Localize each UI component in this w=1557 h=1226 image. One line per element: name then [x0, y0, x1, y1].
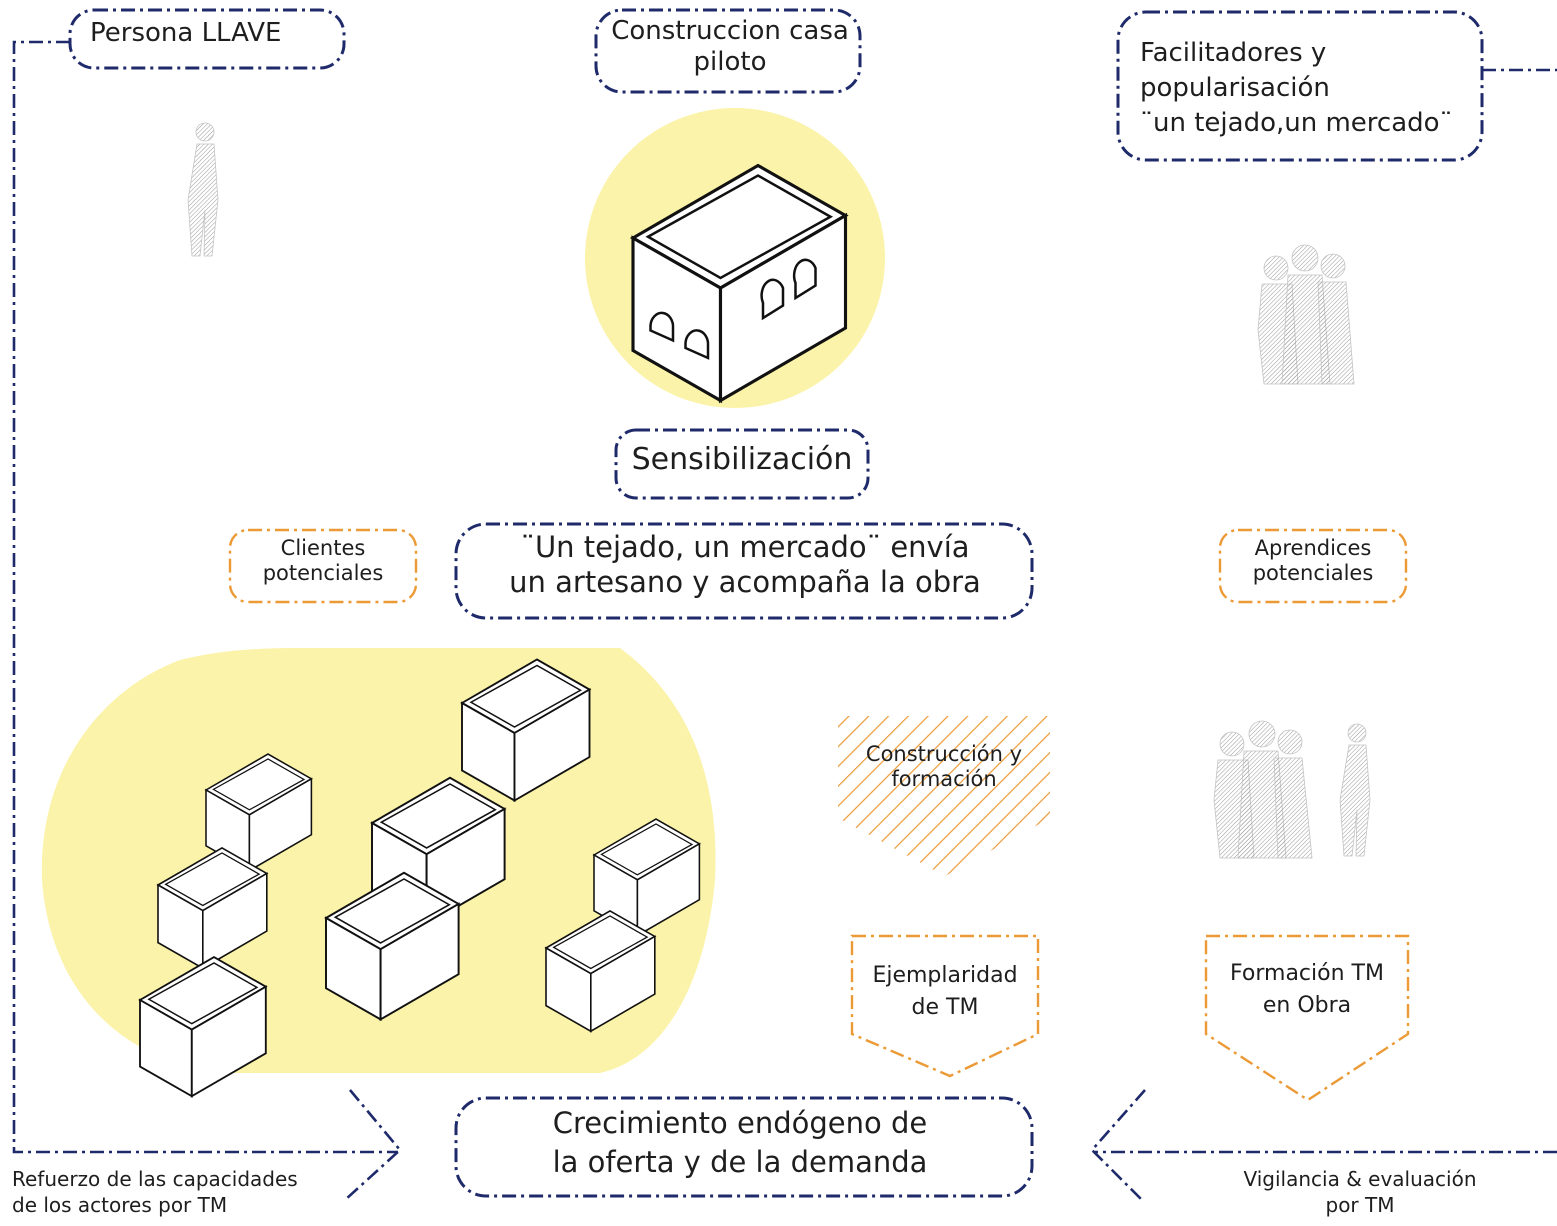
clientes-line1: Clientes — [280, 536, 366, 560]
persona-llave-box — [68, 8, 346, 70]
envia-line2: un artesano y acompaña la obra — [509, 564, 981, 599]
ejemplaridad-line1: Ejemplaridad — [872, 963, 1018, 988]
aprendices-line1: Aprendices — [1254, 536, 1372, 560]
construccion-line2: formación — [891, 767, 997, 792]
house-icon-pilot — [631, 163, 848, 403]
construccion-label: Construcción y formación — [844, 742, 1044, 792]
left-arrow-head — [344, 1089, 402, 1201]
refuerzo-line2: de los actores por TM — [12, 1193, 228, 1217]
ejemplaridad-label: Ejemplaridad de TM — [852, 960, 1038, 1024]
aprendices-line2: potenciales — [1252, 561, 1374, 586]
envia-box — [454, 522, 1034, 620]
facilitadores-line2: popularisación — [1140, 73, 1330, 104]
person-icon-keyperson — [187, 122, 219, 257]
crecimiento-line2: la oferta y de la demanda — [552, 1145, 928, 1180]
construccion-hatched-pentagon — [838, 716, 1050, 876]
casa-piloto-label: Construccion casa piloto — [600, 16, 860, 78]
clientes-box — [228, 528, 418, 604]
facilitadores-label: Facilitadores y popularisación ¨un tejad… — [1140, 36, 1453, 141]
persona-llave-label: Persona LLAVE — [90, 18, 282, 48]
formacion-line2: en Obra — [1262, 992, 1352, 1018]
casa-piloto-line1: Construccion casa — [611, 16, 849, 46]
refuerzo-line1: Refuerzo de las capacidades — [12, 1167, 298, 1191]
sensibilizacion-box — [614, 428, 870, 500]
crecimiento-line1: Crecimiento endógeno de — [552, 1106, 928, 1140]
casa-piloto-line2: piloto — [693, 47, 767, 78]
aprendices-label: Aprendices potenciales — [1226, 536, 1400, 586]
vigilancia-label: Vigilancia & evaluación por TM — [1210, 1166, 1510, 1218]
clientes-label: Clientes potenciales — [236, 536, 410, 586]
vigilancia-line2: por TM — [1325, 1193, 1395, 1217]
clientes-line2: potenciales — [262, 561, 384, 586]
envia-label: ¨Un tejado, un mercado¨ envía un artesan… — [460, 530, 1030, 600]
aprendices-box — [1218, 528, 1408, 604]
left-feedback-line — [12, 40, 398, 1154]
refuerzo-label: Refuerzo de las capacidades de los actor… — [12, 1166, 298, 1218]
construccion-line1: Construcción y — [865, 742, 1023, 766]
formacion-label: Formación TM en Obra — [1206, 958, 1408, 1022]
vigilancia-line1: Vigilancia & evaluación — [1243, 1167, 1477, 1191]
group-icon-facilitators — [1257, 244, 1355, 385]
ejemplaridad-pentagon — [850, 934, 1040, 1078]
ejemplaridad-line2: de TM — [911, 994, 979, 1020]
formacion-pentagon — [1204, 934, 1410, 1102]
facilitadores-box — [1116, 10, 1484, 162]
facilitadores-line3: ¨un tejado,un mercado¨ — [1140, 108, 1453, 139]
envia-line1: ¨Un tejado, un mercado¨ envía — [520, 530, 970, 564]
facilitadores-line1: Facilitadores y — [1140, 38, 1327, 68]
right-arrow-head — [1090, 1089, 1146, 1201]
sensibilizacion-label: Sensibilización — [631, 442, 853, 477]
group-icon-apprentices — [1213, 720, 1371, 859]
crecimiento-label: Crecimiento endógeno de la oferta y de l… — [470, 1104, 1010, 1182]
formacion-line1: Formación TM — [1230, 961, 1384, 986]
